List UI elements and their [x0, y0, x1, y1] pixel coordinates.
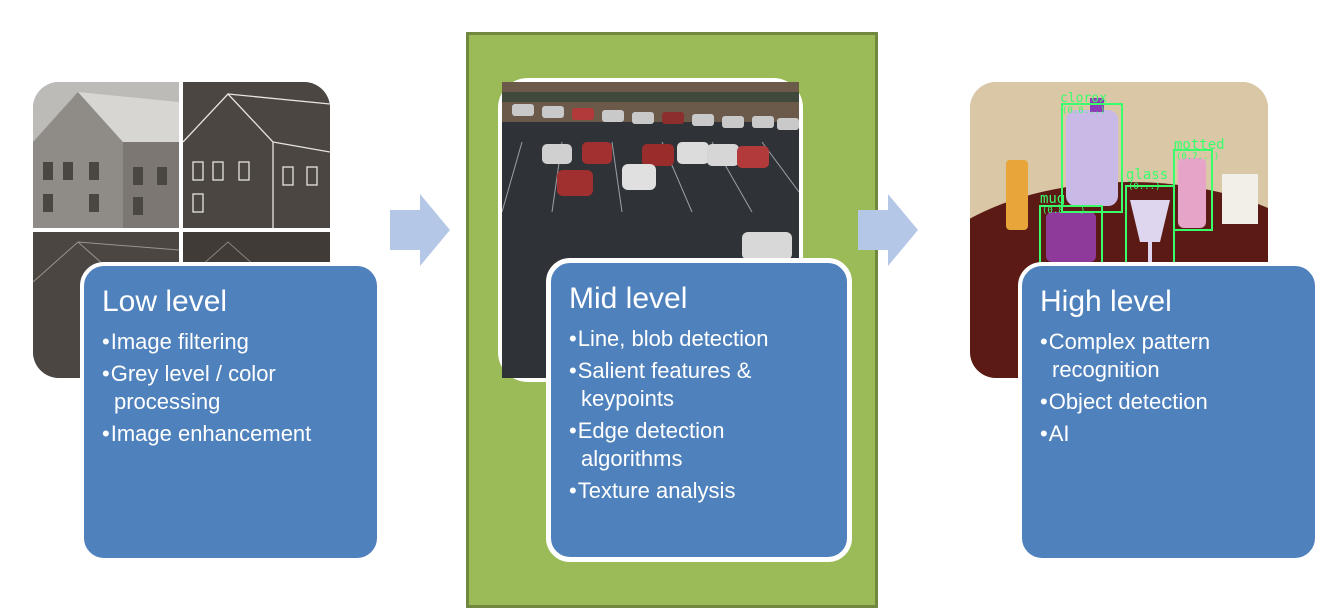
- right-arrow-icon: [858, 194, 918, 266]
- stage-card-mid-level: Mid level Line, blob detection Salient f…: [546, 258, 852, 562]
- stage-bullet-list: Line, blob detection Salient features & …: [569, 325, 829, 505]
- stage-bullet: Texture analysis: [569, 477, 829, 505]
- stage-bullet: AI: [1040, 420, 1297, 448]
- stage-bullet: Image filtering: [102, 328, 359, 356]
- detection-score: (0.8...): [1062, 106, 1106, 116]
- stage-card-high-level: High level Complex pattern recognition O…: [1018, 262, 1319, 562]
- detection-score: (0...): [1128, 182, 1161, 192]
- detection-label-clorox: clorox: [1060, 91, 1107, 106]
- stage-bullet: Grey level / color processing: [102, 360, 359, 416]
- stage-card-low-level: Low level Image filtering Grey level / c…: [80, 262, 381, 562]
- stage-bullet: Complex pattern recognition: [1040, 328, 1297, 384]
- stage-bullet: Edge detection algorithms: [569, 417, 829, 473]
- stage-bullet: Image enhancement: [102, 420, 359, 448]
- detection-label-mug: mug: [1040, 191, 1066, 207]
- stage-title: Mid level: [569, 282, 688, 315]
- stage-title: Low level: [102, 285, 228, 318]
- stage-bullet: Salient features & keypoints: [569, 357, 829, 413]
- detection-label-motted: motted: [1174, 137, 1225, 153]
- detection-score: (0.7...): [1176, 152, 1220, 162]
- stage-bullet: Object detection: [1040, 388, 1297, 416]
- detection-label-glass: glass: [1126, 167, 1169, 183]
- right-arrow-icon: [390, 194, 450, 266]
- stage-bullet-list: Image filtering Grey level / color proce…: [102, 328, 359, 448]
- stage-bullet: Line, blob detection: [569, 325, 829, 353]
- stage-title: High level: [1040, 285, 1172, 318]
- detection-score: (0.8...): [1042, 206, 1086, 216]
- stage-bullet-list: Complex pattern recognition Object detec…: [1040, 328, 1297, 448]
